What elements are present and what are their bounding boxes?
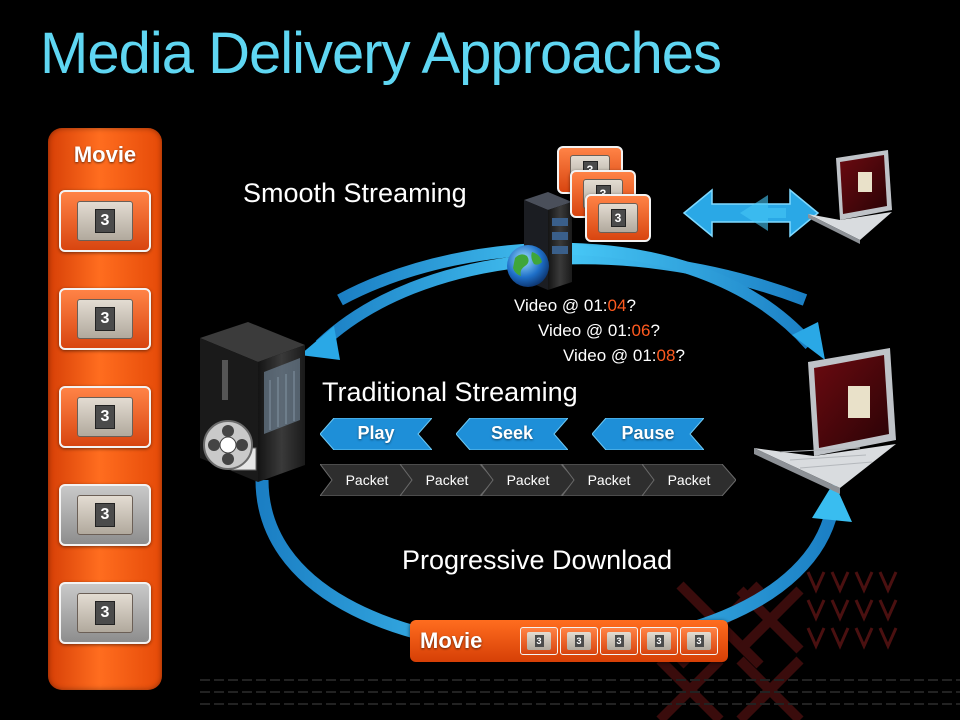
- background-dashes: [200, 679, 960, 705]
- frame-digit: 3: [574, 635, 584, 647]
- pause-control-label: Pause: [621, 423, 675, 443]
- movie-frame: 3: [59, 386, 151, 448]
- play-control: Play: [320, 418, 432, 450]
- frame-digit: 3: [95, 405, 115, 429]
- packet-label: Packet: [667, 472, 711, 488]
- double-arrow-icon: [682, 188, 820, 238]
- frame-digit: 3: [610, 209, 626, 227]
- packet-segment: Packet: [562, 464, 656, 496]
- packet-label: Packet: [425, 472, 469, 488]
- movie-frame: 3: [59, 190, 151, 252]
- smooth-arc-upper-arrowhead: [300, 326, 340, 360]
- seek-control: Seek: [456, 418, 568, 450]
- frame-digit: 3: [654, 635, 664, 647]
- slide-title: Media Delivery Approaches: [40, 21, 722, 86]
- movie-column-label: Movie: [73, 142, 137, 167]
- laptop-icon: [808, 150, 892, 244]
- smooth-arc-lower-arrowhead: [792, 322, 825, 360]
- frame-digit: 3: [95, 601, 115, 625]
- background-chevrons: [806, 571, 898, 650]
- movie-mini-frame: 3: [560, 627, 598, 655]
- progressive-arc-arrowhead: [812, 482, 852, 522]
- request-text: Video @ 01:04?: [514, 296, 636, 315]
- frame-digit: 3: [694, 635, 704, 647]
- packet-segment: Packet: [320, 464, 414, 496]
- packet-label: Packet: [587, 472, 631, 488]
- movie-mini-frame: 3: [600, 627, 638, 655]
- movie-mini-frame: 3: [520, 627, 558, 655]
- frame-digit: 3: [95, 307, 115, 331]
- packet-segment: Packet: [642, 464, 736, 496]
- seek-control-label: Seek: [490, 423, 534, 443]
- movie-frame: 3: [59, 582, 151, 644]
- progressive-download-label: Progressive Download: [402, 545, 673, 575]
- packet-segment: Packet: [400, 464, 494, 496]
- packet-segment: Packet: [481, 464, 575, 496]
- movie-row: Movie 3 3 3 3 3: [410, 620, 728, 662]
- packet-label: Packet: [345, 472, 389, 488]
- movie-frame: 3: [59, 288, 151, 350]
- movie-column: Movie 3 3 3 3 3: [48, 128, 162, 690]
- movie-frame: 3: [59, 484, 151, 546]
- request-text: Video @ 01:06?: [538, 321, 660, 340]
- globe-icon: [507, 245, 549, 287]
- frame-digit: 3: [534, 635, 544, 647]
- frame-digit: 3: [95, 503, 115, 527]
- packet-label: Packet: [506, 472, 550, 488]
- movie-mini-frame: 3: [680, 627, 718, 655]
- traditional-streaming-label: Traditional Streaming: [322, 377, 578, 407]
- laptop-icon: [754, 348, 896, 494]
- play-control-label: Play: [357, 423, 395, 443]
- smooth-stream-frame: 3: [585, 194, 651, 242]
- request-text: Video @ 01:08?: [563, 346, 685, 365]
- pause-control: Pause: [592, 418, 704, 450]
- movie-row-label: Movie: [420, 628, 483, 653]
- film-reel-icon: [203, 420, 257, 471]
- frame-digit: 3: [614, 635, 624, 647]
- movie-mini-frame: 3: [640, 627, 678, 655]
- smooth-streaming-label: Smooth Streaming: [243, 178, 467, 208]
- frame-digit: 3: [95, 209, 115, 233]
- smooth-arc-lower: [337, 242, 815, 349]
